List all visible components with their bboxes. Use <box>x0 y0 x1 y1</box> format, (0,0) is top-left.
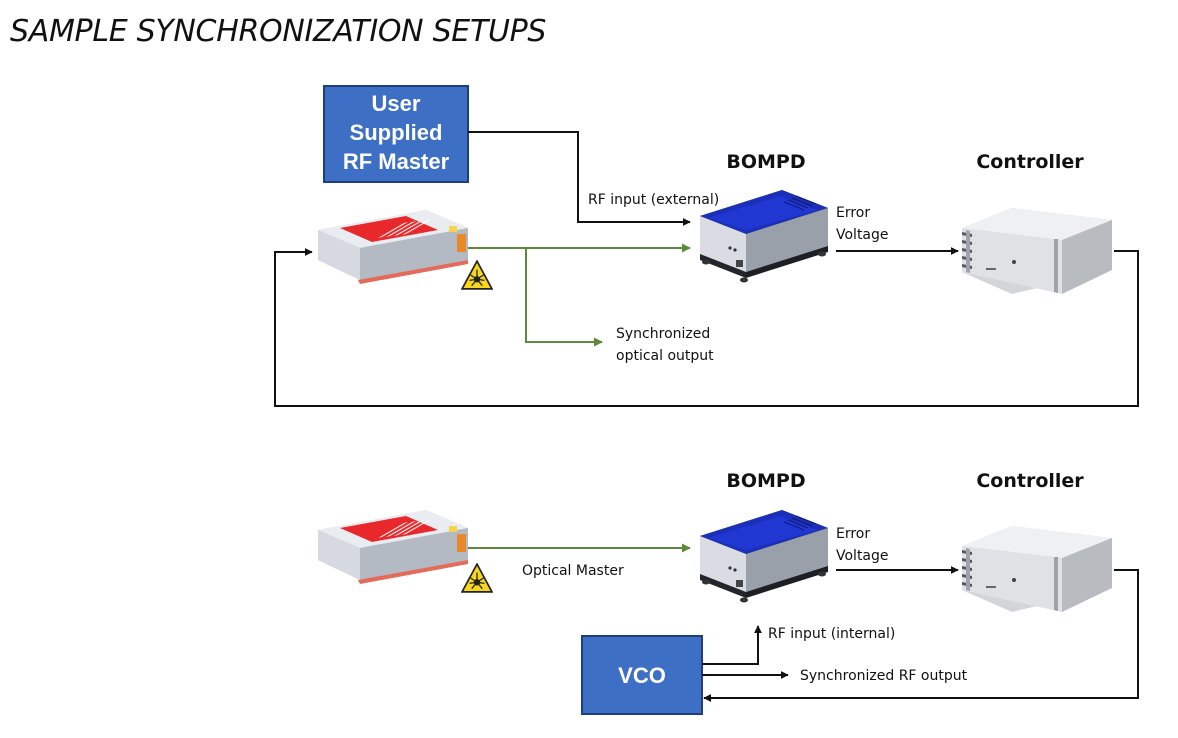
sync-output-line-1: Synchronized <box>616 326 710 342</box>
laser-warning-icon <box>461 563 493 593</box>
optical-master-label: Optical Master <box>522 563 624 579</box>
sync-rf-output-label: Synchronized RF output <box>800 668 968 684</box>
sync-output-line-2: optical output <box>616 348 714 364</box>
laser-module-icon <box>318 210 468 284</box>
rf-master-line-1: User <box>372 91 421 116</box>
setup-1: User Supplied RF Master BOMPD Controller… <box>274 85 1139 407</box>
rf-master-line-3: RF Master <box>343 149 450 174</box>
rf-master-box: User Supplied RF Master <box>323 85 469 183</box>
rf-input-internal-label: RF input (internal) <box>768 626 895 642</box>
optical-output-branch <box>525 248 603 347</box>
vco-label: VCO <box>618 663 666 688</box>
laser-module-icon <box>318 510 468 584</box>
vco-box: VCO <box>581 635 703 715</box>
controller-header-2: Controller <box>976 470 1084 492</box>
bompd-header-2: BOMPD <box>726 470 805 492</box>
rf-input-external-line <box>468 131 691 226</box>
error-voltage-1-line-1: Error <box>836 205 870 221</box>
controller-device-icon <box>962 208 1112 294</box>
rf-input-external-label: RF input (external) <box>588 192 719 208</box>
error-voltage-2-line-2: Voltage <box>836 548 889 564</box>
rf-input-internal-line <box>702 625 762 665</box>
laser-warning-icon <box>461 260 493 290</box>
controller-to-vco-line <box>703 569 1139 702</box>
bompd-device-icon <box>699 509 829 604</box>
error-voltage-2-line-1: Error <box>836 526 870 542</box>
feedback-loop-line <box>274 248 1139 407</box>
page-title: SAMPLE SYNCHRONIZATION SETUPS <box>10 14 547 49</box>
rf-master-line-2: Supplied <box>350 120 443 145</box>
bompd-header-1: BOMPD <box>726 151 805 173</box>
error-voltage-1-line-2: Voltage <box>836 227 889 243</box>
controller-device-icon <box>962 526 1112 612</box>
controller-header-1: Controller <box>976 151 1084 173</box>
setup-2: BOMPD Controller Optical Master Error Vo… <box>318 470 1139 715</box>
